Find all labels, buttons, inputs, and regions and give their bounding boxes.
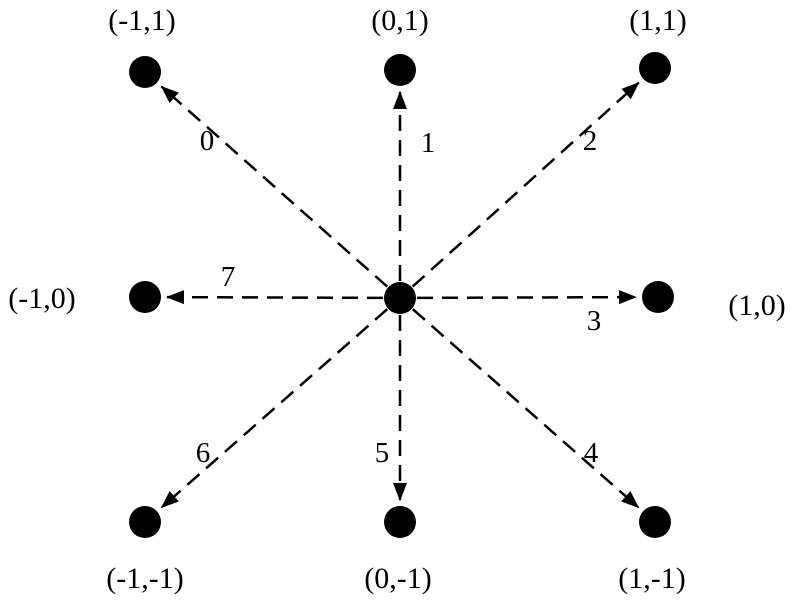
node-label-down-left: (-1,-1) <box>106 562 183 595</box>
node-label-up-right: (1,1) <box>629 4 686 37</box>
arrow-number-6: 6 <box>196 437 211 469</box>
arrow-number-7: 7 <box>221 261 236 293</box>
node-up <box>384 54 416 86</box>
direction-arrow-3 <box>416 290 637 305</box>
node-down-right <box>639 506 671 538</box>
node-left <box>129 281 161 313</box>
node-label-up: (0,1) <box>371 4 428 37</box>
arrow-number-5: 5 <box>375 437 390 469</box>
direction-arrow-0 <box>160 85 389 288</box>
node-label-left: (-1,0) <box>8 282 75 315</box>
arrows-layer <box>160 81 640 509</box>
node-label-right: (1,0) <box>728 289 785 322</box>
node-down <box>384 506 416 538</box>
arrow-number-0: 0 <box>200 125 215 157</box>
node-up-left <box>129 56 161 88</box>
direction-arrow-4 <box>411 308 640 509</box>
node-label-up-left: (-1,1) <box>108 4 175 37</box>
labels-layer: 0 1 2 3 4 5 6 7 (-1,1) (0,1) (1,1) (-1,0) (1,0) (-1,-… <box>8 4 785 595</box>
nodes-layer <box>129 52 674 538</box>
arrow-number-1: 1 <box>421 127 436 159</box>
arrow-number-2: 2 <box>583 125 598 157</box>
center-node <box>384 282 416 314</box>
arrow-number-4: 4 <box>584 437 599 469</box>
arrow-number-3: 3 <box>587 305 602 337</box>
direction-arrow-6 <box>160 308 389 509</box>
direction-arrow-2 <box>411 81 640 288</box>
node-down-left <box>129 506 161 538</box>
node-up-right <box>639 52 671 84</box>
node-label-down: (0,-1) <box>364 562 431 595</box>
node-label-down-right: (1,-1) <box>618 562 685 595</box>
node-right <box>642 281 674 313</box>
direction-arrow-7 <box>166 290 384 305</box>
